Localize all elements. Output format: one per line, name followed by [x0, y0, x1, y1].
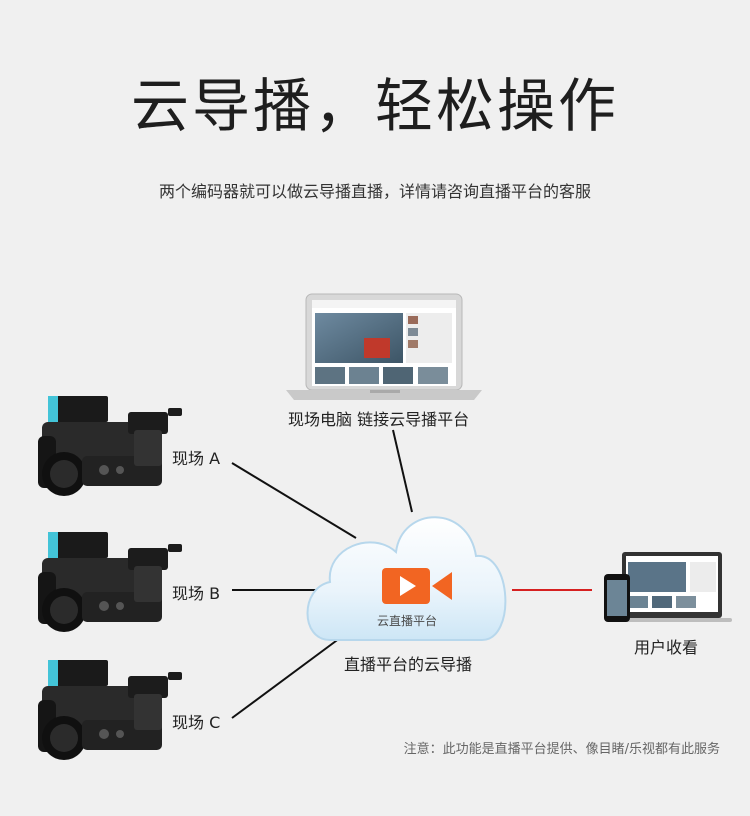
devices-icon [604, 552, 732, 622]
footer-note: 注意：此功能是直播平台提供、像目睹/乐视都有此服务 [403, 742, 720, 757]
laptop-icon [286, 293, 482, 400]
camcorder-icon [38, 532, 182, 632]
cloud-inner-label: 云直播平台 [377, 614, 438, 628]
page-title: 云导播，轻松操作 [130, 72, 619, 140]
site-a-label: 现场 A [172, 449, 221, 468]
page-subtitle: 两个编码器就可以做云导播直播，详情请咨询直播平台的客服 [158, 182, 591, 201]
camcorder-icon [38, 396, 182, 496]
laptop-label: 现场电脑 链接云导播平台 [288, 410, 470, 429]
site-c-label: 现场 C [172, 713, 221, 732]
cloud-caption: 直播平台的云导播 [344, 655, 473, 674]
site-b-label: 现场 B [172, 584, 221, 603]
link-site-a [231, 462, 357, 539]
link-laptop [392, 429, 413, 513]
camcorder-icon [38, 660, 182, 760]
video-play-icon [382, 568, 452, 604]
viewer-label: 用户收看 [634, 638, 699, 657]
link-site-c [231, 637, 341, 719]
